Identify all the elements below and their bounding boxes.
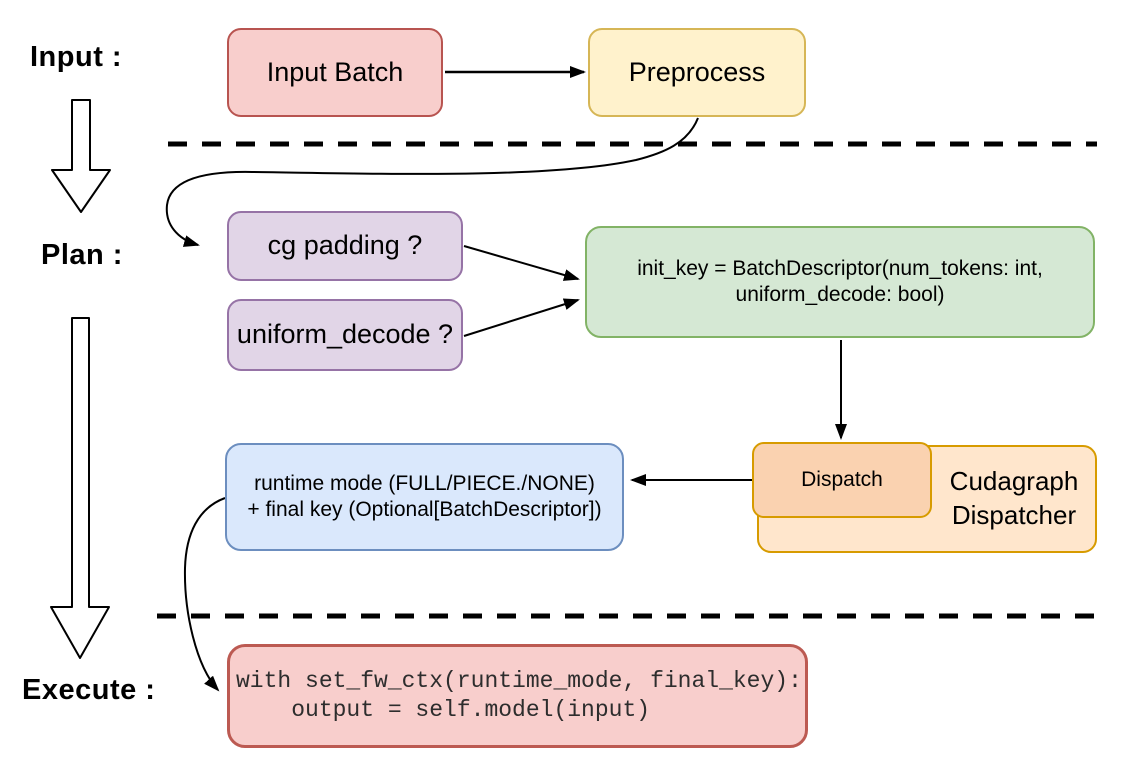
node-cg-padding-label: cg padding ? <box>267 230 423 261</box>
stage-label-execute: Execute : <box>22 674 156 706</box>
node-input-batch: Input Batch <box>227 28 443 117</box>
down-arrow-plan-to-execute <box>50 317 110 659</box>
execute-code-line1: with set_fw_ctx(runtime_mode, final_key)… <box>236 668 802 694</box>
down-arrow-input-to-plan <box>51 99 111 213</box>
node-dispatch-label: Dispatch <box>801 467 883 491</box>
node-uniform-decode: uniform_decode ? <box>227 299 463 371</box>
arrow-preprocess-to-cg-padding <box>165 117 699 247</box>
dispatcher-line2: Dispatcher <box>951 500 1077 530</box>
node-execute-code: with set_fw_ctx(runtime_mode, final_key)… <box>227 644 808 748</box>
stage-label-plan: Plan : <box>41 239 123 271</box>
node-cg-padding: cg padding ? <box>227 211 463 281</box>
node-cudagraph-dispatcher-label: Cudagraph Dispatcher <box>930 447 1098 551</box>
arrow-uniform-decode-to-init-key <box>463 298 580 337</box>
node-init-key-line1: init_key = BatchDescriptor(num_tokens: i… <box>637 256 1043 280</box>
dispatcher-line1: Cudagraph <box>949 466 1079 497</box>
arrow-cg-padding-to-init-key <box>463 245 580 281</box>
node-input-batch-label: Input Batch <box>266 56 404 87</box>
node-init-key: init_key = BatchDescriptor(num_tokens: i… <box>585 226 1095 338</box>
node-runtime-result: runtime mode (FULL/PIECE./NONE) + final … <box>225 443 624 551</box>
node-runtime-result-line2: + final key (Optional[BatchDescriptor]) <box>247 498 602 521</box>
arrow-runtime-result-to-execute-code <box>183 497 226 692</box>
node-runtime-result-line1: runtime mode (FULL/PIECE./NONE) <box>254 471 595 495</box>
node-preprocess: Preprocess <box>588 28 806 117</box>
stage-label-input: Input : <box>30 41 123 73</box>
node-init-key-line2: uniform_decode: bool) <box>735 283 945 306</box>
execute-code-line2: output = self.model(input) <box>236 697 651 723</box>
node-preprocess-label: Preprocess <box>628 56 766 87</box>
node-dispatch: Dispatch <box>752 442 932 518</box>
node-uniform-decode-label: uniform_decode ? <box>236 319 454 350</box>
